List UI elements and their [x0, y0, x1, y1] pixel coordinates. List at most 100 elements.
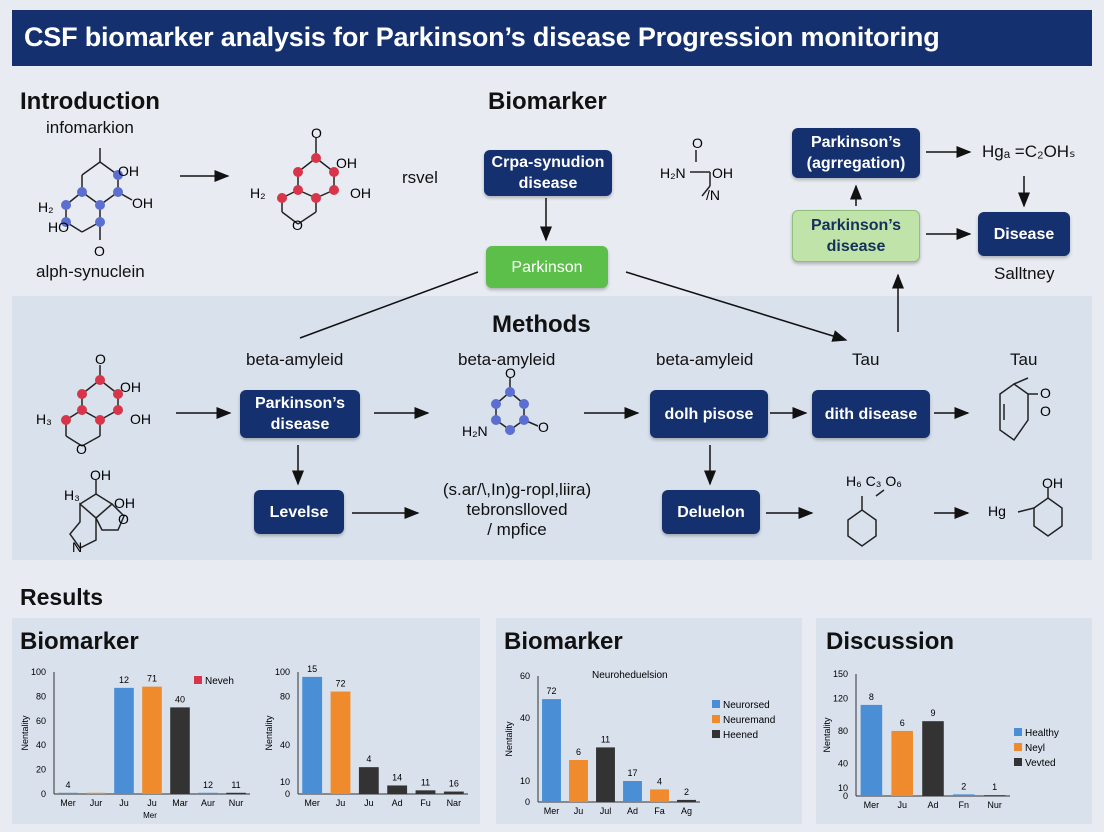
chart-3-legend-swatch-2: [1014, 758, 1022, 766]
methods-label-3: beta-amyleid: [656, 350, 754, 369]
chart-0-ytick-5: 100: [31, 667, 46, 677]
mol-text-o-11: O: [1040, 403, 1051, 419]
chart-2-xtick-0: Mer: [544, 806, 560, 816]
chart-1-ytick-0: 0: [285, 789, 290, 799]
mol-text-n: /N: [706, 187, 720, 203]
box-levelse[interactable]: Levelse: [254, 490, 344, 534]
chart-0-ytick-0: 0: [41, 789, 46, 799]
chart-0-value-label-3: 71: [147, 674, 157, 684]
mol-text-o-3: O: [292, 217, 303, 233]
chart-panel-2-title: Biomarker: [504, 628, 623, 655]
amine-molecule-icon: [690, 150, 711, 197]
mol-text-o-7: O: [118, 511, 129, 527]
box-deluelon[interactable]: Deluelon: [662, 490, 760, 534]
biomarker-heading: Biomarker: [488, 88, 607, 115]
mol-text-o-8: O: [505, 365, 516, 381]
chart-1-bar-0: [302, 676, 323, 794]
chart-2-ytick-0: 0: [525, 797, 530, 807]
chart-3-legend-label-1: Neyl: [1025, 743, 1045, 754]
saltney-label: Salltney: [994, 264, 1055, 283]
methods-mid-text: (s.ar/\,In)g-ropl,liira) tebronslloved /…: [432, 480, 602, 540]
mol-text-oh-6: OH: [120, 379, 141, 395]
mol-text-o-5: O: [95, 351, 106, 367]
benzene-molecule-icon: [999, 377, 1038, 442]
box-aggregation[interactable]: Parkinson’s (agrregation): [792, 128, 920, 178]
chart-2-bar-3: [623, 781, 642, 802]
chart-0-xtick-6: Nur: [229, 798, 244, 808]
results-heading: Results: [20, 584, 104, 610]
chart-1-ytick-2: 40: [280, 740, 290, 750]
chart-3-ytick-0: 0: [843, 791, 848, 801]
line-parkinson-left: [299, 271, 479, 339]
methods-label-5: Tau: [1010, 350, 1038, 369]
chart-1-ytick-4: 100: [275, 667, 290, 677]
mol-text-oh-5: OH: [712, 165, 733, 181]
formula-right: Hgₐ =C₂OHₛ: [982, 142, 1076, 161]
chart-0-value-label-0: 4: [65, 780, 70, 790]
chart-3-ylabel: Nentality: [822, 717, 832, 753]
chart-3-xtick-4: Nur: [987, 800, 1002, 810]
chart-1-xtick-5: Nar: [447, 798, 462, 808]
chart-1-value-label-5: 16: [449, 779, 459, 789]
chart-0-xtick-5: Aur: [201, 798, 215, 808]
methods-heading: Methods: [492, 311, 591, 338]
chart-3-bar-3: [953, 794, 975, 796]
methods-label-2: beta-amyleid: [458, 350, 556, 369]
chart-3-ytick-1: 10: [838, 783, 848, 793]
mol-text-oh-7: OH: [130, 411, 151, 427]
chart-1-ytick-3: 80: [280, 691, 290, 701]
mol-text-h2n-2: H₂N: [462, 423, 488, 439]
chart-2-ylabel: Nentality: [504, 721, 514, 757]
chart-3-ytick-5: 150: [833, 669, 848, 679]
mol-text-o-10: O: [1040, 385, 1051, 401]
box-parkinsons-disease-green[interactable]: Parkinson’s disease: [792, 210, 920, 262]
chart-0-bar-3: [142, 686, 162, 794]
chart-0-value-label-5: 12: [203, 780, 213, 790]
chart-3-ytick-2: 40: [838, 758, 848, 768]
chart-0-ytick-2: 40: [36, 740, 46, 750]
box-crpa-synudion[interactable]: Crpa-synudion disease: [484, 150, 612, 196]
phenol-molecule-icon: [1017, 488, 1063, 537]
chart-0-value-label-4: 40: [175, 694, 185, 704]
chart-1-value-label-3: 14: [392, 772, 402, 782]
mol-text-h2: H₂: [38, 199, 54, 215]
chart-2-legend-label-0: Neurorsed: [723, 700, 770, 711]
mol-text-oh-9: OH: [114, 495, 135, 511]
box-parkinson[interactable]: Parkinson: [486, 246, 608, 288]
chart-panel-3-title: Discussion: [826, 628, 955, 655]
mol-text-o-9: O: [538, 419, 549, 435]
mid-text-line-3: / mpfice: [487, 520, 547, 539]
chart-0-ytick-4: 80: [36, 691, 46, 701]
chart-2-xtick-4: Fa: [654, 806, 665, 816]
chart-0-bar-6: [226, 792, 246, 794]
chart-0-bar-2: [114, 687, 134, 794]
mol-text-h2-2: H₂: [250, 185, 266, 201]
chart-1-bar-1: [330, 691, 351, 794]
box-methods-parkinsons[interactable]: Parkinson’s disease: [240, 390, 360, 438]
chart-2-value-label-1: 6: [576, 747, 581, 757]
mol-text-h3-2: H₃: [64, 487, 80, 503]
box-disease[interactable]: Disease: [978, 212, 1070, 256]
chart-1-xtick-2: Ju: [364, 798, 374, 808]
mol-text-oh-2: OH: [132, 195, 153, 211]
box-dith-disease[interactable]: dith disease: [812, 390, 930, 438]
chart-2-legend-swatch-1: [712, 715, 720, 723]
chart-2-xtick-5: Ag: [681, 806, 692, 816]
chart-3-ytick-3: 80: [838, 726, 848, 736]
mol-text-hc: H₆ C₃ O₆: [846, 473, 902, 489]
chart-2-bar-5: [677, 799, 696, 802]
chart-2-value-label-3: 17: [627, 768, 637, 778]
chart-2-xtick-3: Ad: [627, 806, 638, 816]
chart-2-value-label-0: 72: [546, 686, 556, 696]
chart-0-legend-swatch-0: [194, 676, 202, 684]
hexane-molecule-icon: [847, 489, 885, 547]
mol-text-oh-3: OH: [336, 155, 357, 171]
chart-2-bar-2: [596, 747, 615, 802]
chart-2-legend-label-2: Heened: [723, 730, 758, 741]
arrow-3: [625, 271, 848, 342]
chart-3-xtick-2: Ad: [927, 800, 938, 810]
mol-text-o-2: O: [311, 125, 322, 141]
chart-3-legend-swatch-1: [1014, 743, 1022, 751]
chart-0-bar-5: [198, 792, 218, 794]
box-dolh-pisose[interactable]: dolh pisose: [650, 390, 768, 438]
